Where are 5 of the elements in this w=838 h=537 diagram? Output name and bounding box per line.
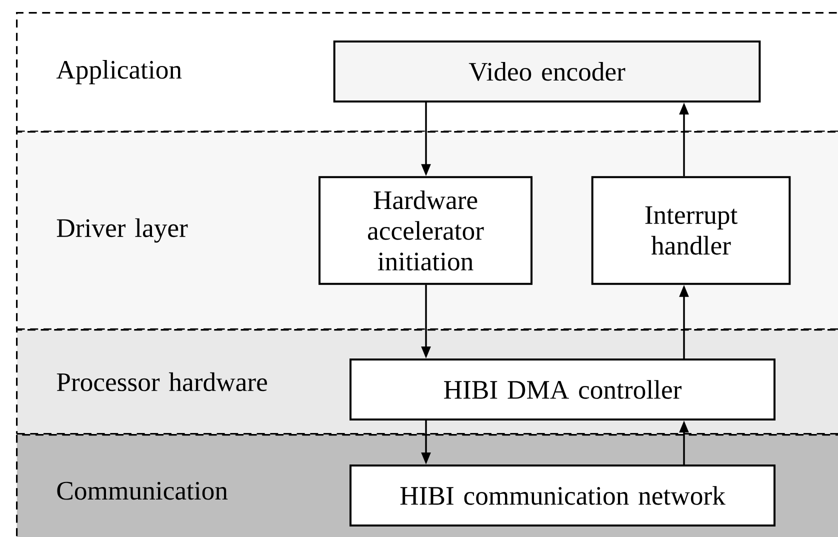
- process-box: HIBI communication network: [350, 464, 776, 526]
- process-box: HIBI DMA controller: [350, 358, 776, 420]
- process-box: Interrupt handler: [591, 176, 791, 285]
- process-box: Video encoder: [333, 40, 761, 102]
- process-box: Hardware accelerator initiation: [318, 176, 532, 285]
